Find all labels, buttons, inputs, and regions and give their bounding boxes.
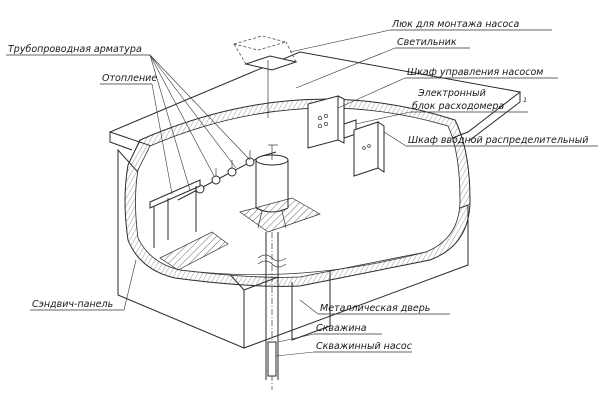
label-distribution-cabinet: Шкаф вводной распределительный: [408, 135, 588, 146]
pipe-fittings-assembly: [149, 150, 277, 271]
label-well: Скважина: [316, 323, 367, 334]
label-flowmeter-line2: блок расходомера: [412, 101, 504, 112]
label-lamp: Светильник: [397, 37, 457, 48]
label-well-pump: Скважинный насос: [316, 341, 413, 352]
roof-edge-right: [469, 92, 521, 141]
label-pipe-fittings: Трубопроводная арматура: [8, 44, 142, 55]
roof-edge-left: [109, 132, 133, 151]
label-heating: Отопление: [102, 73, 157, 84]
floor-line: [179, 251, 427, 276]
roof-hatch: [232, 35, 298, 118]
label-flowmeter-note: 1: [523, 96, 527, 104]
label-pump-cabinet: Шкаф управления насосом: [407, 67, 543, 78]
metal-door: [291, 270, 331, 341]
submersible-pump: [267, 341, 277, 377]
label-flowmeter-line1: Электронный: [417, 88, 486, 99]
well-head-tank: [239, 144, 321, 233]
callout-labels: Люк для монтажа насоса Светильник Трубоп…: [8, 19, 588, 352]
label-sandwich-panel: Сэндвич-панель: [32, 299, 113, 310]
leader-lines: [6, 29, 598, 357]
distribution-cabinet: [353, 121, 385, 177]
well-shaft: [257, 232, 287, 390]
label-hatch: Люк для монтажа насоса: [391, 19, 520, 30]
label-metal-door: Металлическая дверь: [320, 303, 430, 314]
pump-control-cabinet: [307, 95, 345, 149]
